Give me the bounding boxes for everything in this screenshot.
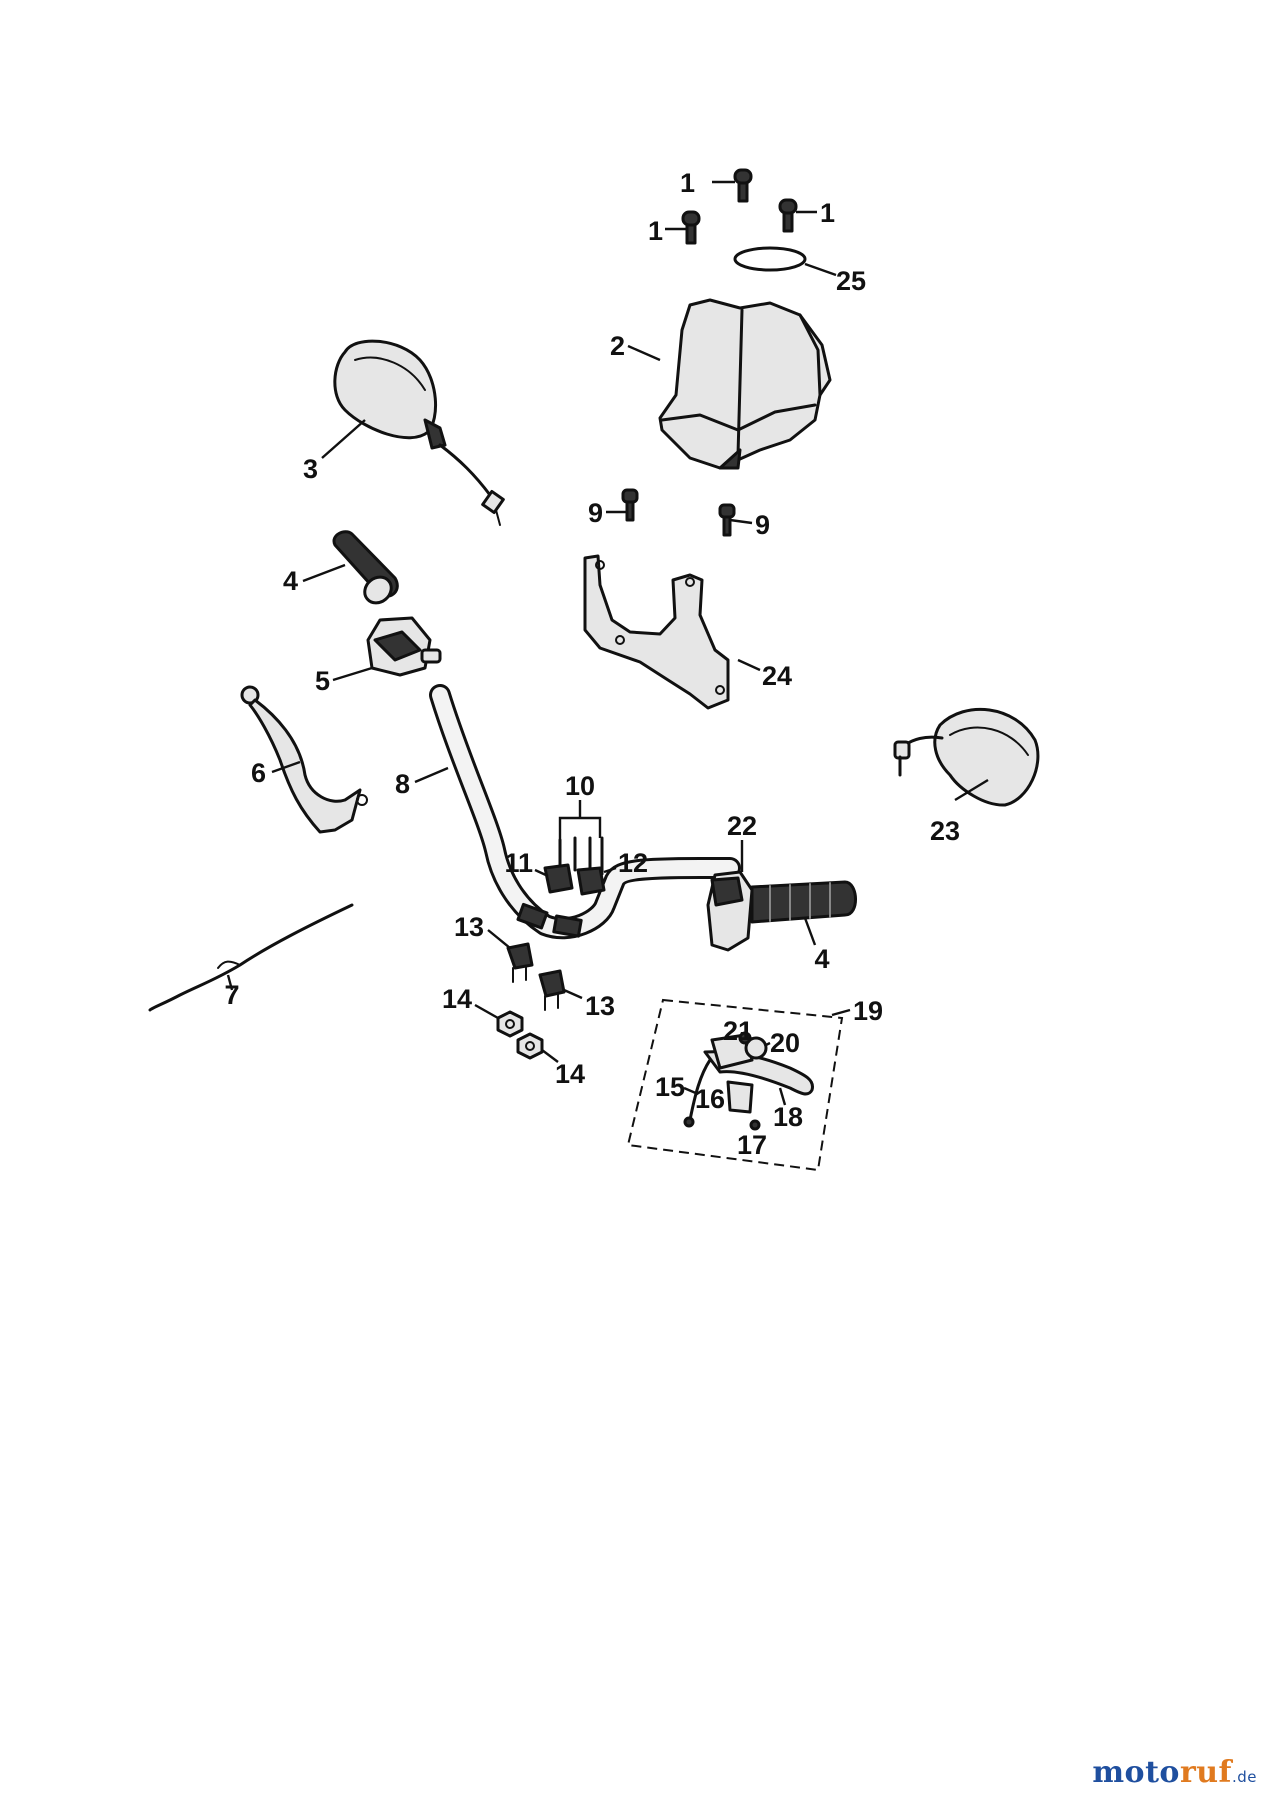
mirror-right — [893, 707, 1040, 807]
callout-bolt-20: 20 — [770, 1028, 800, 1058]
callout-mirror-left: 3 — [303, 454, 318, 484]
callout-bolt-set: 10 — [565, 771, 595, 801]
watermark-tld: .de — [1231, 1768, 1257, 1786]
callout-plate-16: 16 — [695, 1084, 725, 1114]
holder-13b — [538, 969, 583, 1011]
callout-nut-14a: 14 — [442, 984, 472, 1014]
nut-14b — [516, 1032, 559, 1063]
bolt-20 — [744, 1036, 771, 1060]
plate-16 — [726, 1080, 754, 1114]
callout-clamp-12: 12 — [618, 848, 648, 878]
lever-left — [240, 685, 368, 834]
callout-switch-15: 15 — [655, 1072, 685, 1102]
bracket — [583, 554, 761, 710]
callout-grip-left: 4 — [283, 566, 298, 596]
screw-right — [778, 198, 817, 233]
clamp-11 — [534, 863, 574, 894]
cable — [148, 903, 354, 1012]
callout-ring: 25 — [836, 266, 866, 296]
callout-lever-18: 18 — [773, 1102, 803, 1132]
watermark-part1: moto — [1092, 1755, 1180, 1790]
callout-holder-13a: 13 — [454, 912, 484, 942]
callout-lever-left: 6 — [251, 758, 266, 788]
callout-screw-top: 1 — [680, 168, 695, 198]
callout-screw-17: 17 — [737, 1130, 767, 1160]
grip-left — [302, 530, 399, 605]
callout-grip-right: 4 — [814, 944, 829, 974]
bolt-9b — [718, 503, 753, 537]
mirror-left — [321, 339, 505, 526]
lever-assembly-box — [626, 998, 851, 1172]
nut-21 — [738, 1031, 752, 1045]
watermark-part2: ruf — [1179, 1755, 1232, 1790]
switch-15 — [683, 1058, 712, 1128]
callout-clamp-11: 11 — [504, 848, 533, 878]
bolt-set — [558, 800, 604, 876]
callout-cable: 7 — [224, 980, 239, 1010]
screw-left — [665, 210, 701, 245]
handlebar — [414, 684, 741, 940]
callout-nut-14b: 14 — [555, 1059, 585, 1089]
front-cover — [627, 298, 832, 470]
callout-screw-left: 1 — [648, 216, 663, 246]
holder-13a — [487, 929, 534, 983]
switch-right — [706, 840, 754, 952]
clamp-12 — [576, 866, 617, 896]
bolt-9a — [606, 488, 639, 522]
grip-right — [750, 880, 857, 946]
callout-holder-13b: 13 — [585, 991, 615, 1021]
callout-switch-right: 22 — [727, 811, 757, 841]
nut-14a — [474, 1003, 524, 1038]
ring — [733, 246, 837, 277]
watermark-logo: motoruf.de — [1092, 1755, 1257, 1790]
callout-mirror-right: 23 — [930, 816, 960, 846]
callout-handlebar: 8 — [395, 769, 410, 799]
callout-nut-21: 21 — [723, 1016, 753, 1046]
callout-bracket: 24 — [762, 661, 792, 691]
switch-left — [332, 616, 442, 682]
callout-bolt-9b: 9 — [755, 510, 770, 540]
callout-bolt-9a: 9 — [588, 498, 603, 528]
callout-front-cover: 2 — [610, 331, 625, 361]
callout-lever-assembly: 19 — [853, 996, 883, 1026]
callout-screw-right: 1 — [820, 198, 835, 228]
screw-top — [712, 168, 753, 203]
screw-17 — [749, 1119, 761, 1131]
callout-switch-left: 5 — [315, 666, 330, 696]
